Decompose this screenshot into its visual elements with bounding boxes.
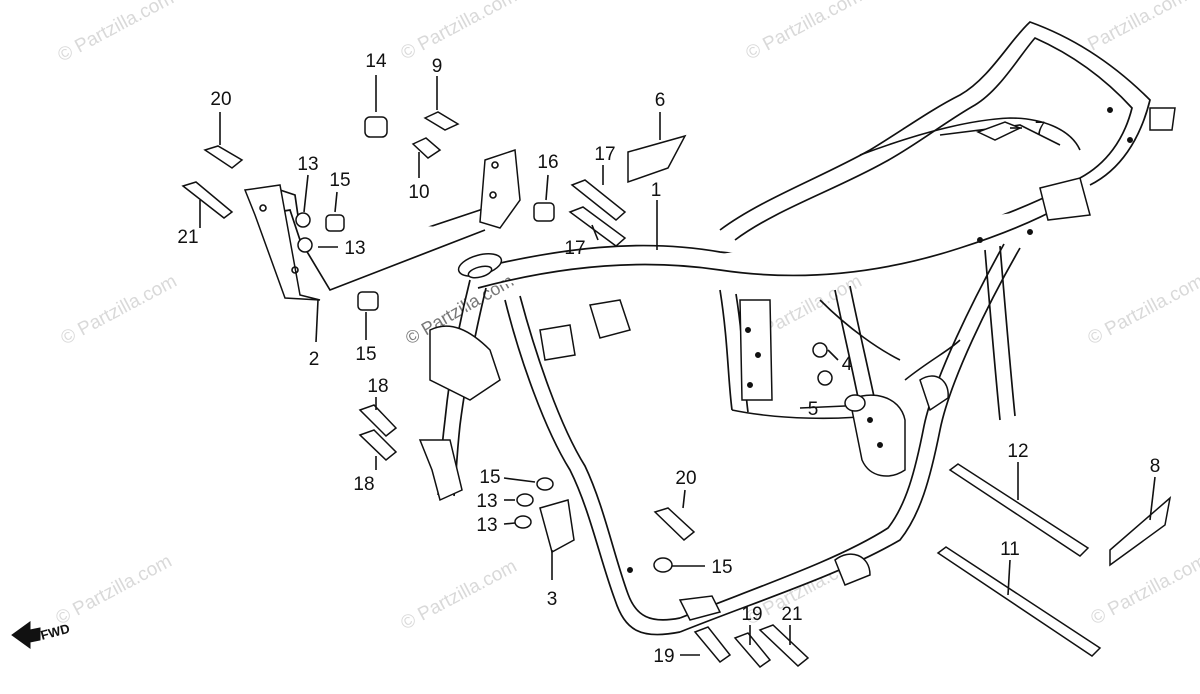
watermark: © Partzilla.com: [742, 0, 865, 64]
watermark: © Partzilla.com: [397, 0, 520, 64]
callout-label: 13: [476, 491, 497, 512]
callout-label: 5: [808, 399, 819, 420]
nut: [514, 515, 532, 529]
fwd-label: FWD: [39, 621, 71, 643]
callout-label: 16: [537, 152, 558, 173]
collar: [357, 291, 379, 311]
nut: [295, 212, 311, 228]
callout-label: 17: [594, 144, 615, 165]
long-bolt: [948, 463, 1090, 557]
callout-label: 7: [1035, 119, 1046, 140]
long-bolt: [936, 546, 1102, 657]
callout-label: 18: [353, 474, 374, 495]
callout-label: 20: [675, 468, 696, 489]
bolt: [568, 206, 627, 247]
callout-label: 10: [408, 182, 429, 203]
watermark: © Partzilla.com: [57, 271, 180, 350]
bolt: [358, 429, 398, 461]
collar: [844, 394, 866, 412]
callout-label: 18: [367, 376, 388, 397]
callout-label: 19: [653, 646, 674, 667]
nut: [812, 342, 828, 358]
bolt: [653, 507, 696, 541]
watermark: © Partzilla.com: [54, 0, 177, 66]
callout-label: 14: [365, 51, 387, 72]
callout-label: 15: [711, 557, 732, 578]
callout-label: 13: [344, 238, 365, 259]
nut: [516, 493, 534, 507]
bolt: [411, 137, 442, 159]
callout-label: 19: [741, 604, 762, 625]
nut: [297, 237, 313, 253]
sticker: [627, 134, 687, 184]
callout-label: 21: [781, 604, 802, 625]
bolt: [358, 404, 398, 438]
collar: [533, 202, 555, 222]
bolt: [570, 179, 627, 221]
arrow-left-icon: [11, 621, 41, 649]
callout-labels: 1 2 3 4 5 6 7 8 9 10 11 12 13 13 13 13 1…: [177, 51, 1160, 667]
callout-label: 11: [1000, 539, 1020, 560]
callout-label: 4: [842, 354, 853, 375]
bolt: [693, 626, 732, 664]
bracket: [539, 499, 575, 554]
callout-label: 13: [297, 154, 318, 175]
callout-label: 2: [309, 349, 320, 370]
bolt: [181, 181, 234, 219]
callout-label: 15: [479, 467, 500, 488]
callout-label: 15: [355, 344, 376, 365]
callout-label: 17: [564, 238, 585, 259]
watermark: © Partzilla.com: [1087, 551, 1200, 630]
callout-label: 12: [1007, 441, 1028, 462]
callout-label: 15: [329, 170, 350, 191]
bolt: [423, 111, 460, 131]
bolt: [733, 632, 772, 669]
leader-lines: [199, 75, 1156, 656]
nut: [817, 370, 833, 386]
collar: [364, 116, 388, 138]
callout-label: 13: [476, 515, 497, 536]
callout-label: 20: [210, 89, 231, 110]
callout-label: 8: [1150, 456, 1161, 477]
callout-label: 6: [655, 90, 666, 111]
callout-label: 21: [177, 227, 198, 248]
callout-label: 1: [651, 180, 662, 201]
sticker: [1109, 496, 1172, 567]
callout-label: 3: [547, 589, 558, 610]
forward-direction-indicator: FWD: [11, 621, 71, 649]
watermark: © Partzilla.com: [397, 556, 520, 635]
collar: [536, 477, 554, 491]
callout-label: 9: [432, 56, 443, 77]
collar: [653, 557, 673, 573]
front-bracket: [243, 148, 521, 301]
collar: [325, 214, 345, 232]
bolt: [758, 624, 810, 667]
main-frame: [418, 21, 1176, 636]
watermark: © Partzilla.com: [52, 551, 175, 630]
bolt: [203, 145, 244, 169]
watermark: © Partzilla.com: [1084, 271, 1200, 350]
hardware-parts: [181, 111, 1172, 669]
